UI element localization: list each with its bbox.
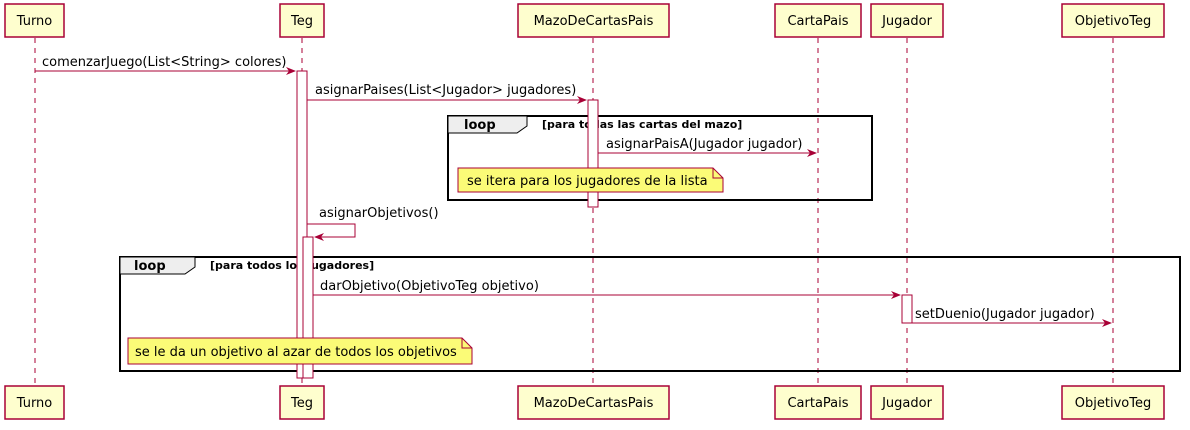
participant-label-objetivoteg-bottom: ObjetivoTeg <box>1075 396 1151 411</box>
note2-text: se le da un objetivo al azar de todos lo… <box>135 345 457 360</box>
participants-top: Turno Teg MazoDeCartasPais CartaPais Jug… <box>4 3 1165 38</box>
participant-label-teg-bottom: Teg <box>290 396 313 411</box>
message-asignar-objetivos: asignarObjetivos() <box>319 206 439 221</box>
participant-turno-bottom[interactable]: Turno <box>4 385 65 420</box>
participant-mazo[interactable]: MazoDeCartasPais <box>517 3 670 38</box>
participant-label-mazo: MazoDeCartasPais <box>534 14 654 29</box>
note1-text: se itera para los jugadores de la lista <box>467 174 708 189</box>
message-asignar-pais-a: asignarPaisA(Jugador jugador) <box>606 137 802 152</box>
participant-label-objetivoteg: ObjetivoTeg <box>1075 14 1151 29</box>
loop1-guard: [para todas las cartas del mazo] <box>542 118 742 131</box>
participant-mazo-bottom[interactable]: MazoDeCartasPais <box>517 385 670 420</box>
loop1-keyword: loop <box>464 118 496 133</box>
participant-objetivoteg-bottom[interactable]: ObjetivoTeg <box>1061 385 1165 420</box>
participant-label-cartapais-bottom: CartaPais <box>787 396 848 411</box>
message-asignar-paises: asignarPaises(List<Jugador> jugadores) <box>315 83 576 98</box>
participant-objetivoteg[interactable]: ObjetivoTeg <box>1061 3 1165 38</box>
message-comenzar-juego: comenzarJuego(List<String> colores) <box>42 55 287 70</box>
note-itera: se itera para los jugadores de la lista <box>457 167 724 193</box>
loop2-keyword: loop <box>134 259 166 274</box>
participant-jugador-bottom[interactable]: Jugador <box>870 385 944 420</box>
participant-label-teg: Teg <box>290 14 313 29</box>
messages: comenzarJuego(List<String> colores) asig… <box>35 55 1112 327</box>
activation-jugador <box>901 294 913 324</box>
loop2-guard: [para todos los jugadores] <box>210 259 374 272</box>
participant-cartapais-bottom[interactable]: CartaPais <box>774 385 862 420</box>
message-set-duenio: setDuenio(Jugador jugador) <box>915 307 1095 322</box>
note-objetivo: se le da un objetivo al azar de todos lo… <box>127 337 473 365</box>
loop-frame-jugadores: loop [para todos los jugadores] <box>119 256 1181 372</box>
participant-teg-bottom[interactable]: Teg <box>279 385 325 420</box>
participant-cartapais[interactable]: CartaPais <box>774 3 862 38</box>
participant-turno[interactable]: Turno <box>4 3 65 38</box>
activation-teg-nested <box>302 236 314 379</box>
participant-label-turno: Turno <box>16 14 53 29</box>
participant-label-mazo-bottom: MazoDeCartasPais <box>534 396 654 411</box>
participant-label-turno-bottom: Turno <box>16 396 53 411</box>
participants-bottom: Turno Teg MazoDeCartasPais CartaPais Jug… <box>4 385 1165 420</box>
participant-label-jugador: Jugador <box>881 14 932 29</box>
participant-jugador[interactable]: Jugador <box>870 3 944 38</box>
participant-label-jugador-bottom: Jugador <box>881 396 932 411</box>
message-dar-objetivo: darObjetivo(ObjetivoTeg objetivo) <box>320 279 539 294</box>
participant-teg[interactable]: Teg <box>279 3 325 38</box>
message-arrow-asignar-objetivos <box>307 223 356 241</box>
participant-label-cartapais: CartaPais <box>787 14 848 29</box>
